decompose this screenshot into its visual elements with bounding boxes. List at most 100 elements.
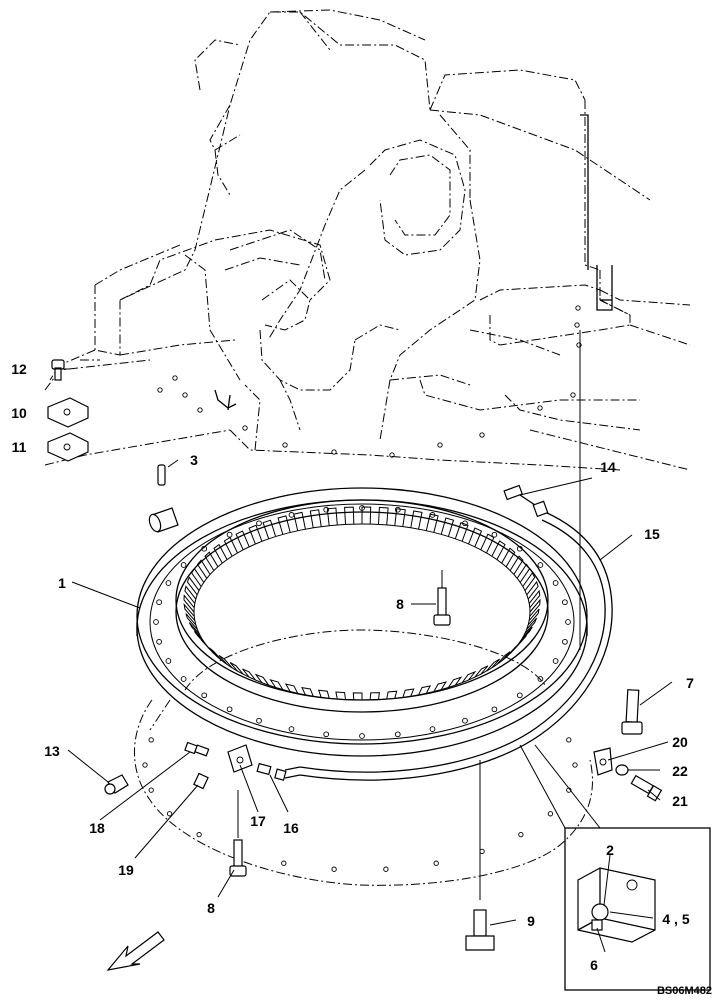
callout-21: 21 <box>672 793 688 809</box>
fitting-16 <box>256 762 287 781</box>
gear-tooth <box>433 681 447 692</box>
gear-tooth <box>524 617 538 634</box>
gear-tooth <box>204 551 219 571</box>
bolt-hole <box>256 520 262 527</box>
gear-tooth <box>248 524 263 545</box>
flange-hole <box>518 831 524 838</box>
bolt-hole <box>491 706 498 713</box>
stopper-20 <box>593 747 613 776</box>
gear-tooth <box>447 676 463 688</box>
gear-tooth <box>440 517 455 537</box>
gear-tooth <box>309 509 322 528</box>
gear-tooth <box>410 510 423 530</box>
leader-lines <box>55 330 673 953</box>
bolt-hole <box>394 731 401 738</box>
gear-tooth <box>528 589 541 609</box>
gear-tooth <box>474 665 489 678</box>
bolt-hole <box>562 638 568 645</box>
gear-tooth <box>301 686 314 697</box>
callout-9: 9 <box>527 913 535 929</box>
bolt-hole <box>256 717 262 724</box>
gear-tooth <box>213 543 228 564</box>
bolt-hole <box>226 706 233 713</box>
bolt-hole <box>491 531 498 538</box>
gear-tooth <box>425 513 439 533</box>
gear-tooth <box>191 567 205 587</box>
bolt-9 <box>465 909 495 951</box>
callout-17: 17 <box>250 813 266 829</box>
bolt-7 <box>621 689 643 735</box>
bolt-hole <box>516 692 523 699</box>
bolt-hole <box>537 562 544 568</box>
flange-hole <box>547 811 554 817</box>
bolt-hole <box>156 638 162 645</box>
bolt-hole <box>359 505 365 511</box>
gear-tooth <box>361 506 372 525</box>
gear-tooth <box>183 602 196 621</box>
gear-tooth <box>229 662 244 675</box>
bolt-8-upper <box>433 587 451 626</box>
callout-19: 19 <box>118 862 134 878</box>
gear-tooth <box>352 692 363 700</box>
flange-hole <box>479 848 485 855</box>
bolt-hole <box>156 599 162 606</box>
bolt-hole <box>552 580 559 586</box>
flange-hole <box>166 811 173 817</box>
bolt-hole <box>552 658 559 664</box>
flange-hole <box>331 866 337 872</box>
callout-15: 15 <box>644 526 660 542</box>
callout-11: 11 <box>12 439 27 455</box>
callout-14: 14 <box>600 459 616 475</box>
gear-tooth <box>527 608 540 626</box>
callout-10: 10 <box>11 405 27 421</box>
callout-7: 7 <box>686 675 694 691</box>
grease-nipple-13 <box>104 774 129 795</box>
gear-tooth <box>184 585 197 604</box>
bolt-hole <box>288 512 295 518</box>
flange-hole <box>572 762 578 768</box>
callout-20: 20 <box>672 734 688 750</box>
flange-hole <box>281 860 287 866</box>
bolt-hole <box>323 731 330 738</box>
callout-1: 1 <box>58 575 66 591</box>
gear-tooth <box>193 630 208 647</box>
flange-hole <box>196 831 202 838</box>
bolt-hole <box>165 580 172 586</box>
callout-8-lower: 8 <box>207 900 215 916</box>
callout-2: 2 <box>606 842 614 858</box>
bolt-hole <box>562 599 568 606</box>
gear-tooth <box>326 507 338 526</box>
bolt-hole <box>180 676 187 682</box>
bolt-hole <box>288 726 295 732</box>
callout-8-upper: 8 <box>396 596 404 612</box>
gear-tooth <box>509 555 524 575</box>
bolt-hole <box>201 692 208 699</box>
gear-tooth <box>468 527 483 547</box>
upper-frame-solid <box>214 114 613 411</box>
callout-6: 6 <box>590 957 598 973</box>
bolt-hole <box>226 531 233 538</box>
callout-3: 3 <box>190 452 198 468</box>
callout-labels: 1 2 3 4 , 5 6 7 8 8 9 10 11 12 13 14 15 … <box>11 361 712 997</box>
bolt-hole <box>165 658 172 664</box>
gear-tooth <box>454 522 469 542</box>
bolt-hole <box>180 562 187 568</box>
bolt-hole <box>323 506 330 513</box>
gear-tooth <box>505 643 520 658</box>
pin-and-sleeve-3 <box>148 464 179 533</box>
gear-tooth <box>196 559 211 579</box>
gear-tooth <box>369 692 380 700</box>
bearing-bolt-holes <box>153 505 571 739</box>
callout-4-5: 4 , 5 <box>662 911 689 927</box>
gear-tooth <box>277 515 291 535</box>
gear-tooth <box>526 580 539 600</box>
gear-tooth <box>344 506 355 525</box>
bolt-hole <box>359 733 365 739</box>
gear-tooth <box>183 594 195 613</box>
bolt-21 <box>630 774 663 802</box>
bolt-hole <box>516 545 523 552</box>
grease-block-17 <box>227 744 253 773</box>
frame-holes <box>157 305 582 458</box>
bolt-hole <box>153 619 159 625</box>
swing-bearing-ring <box>136 487 588 757</box>
